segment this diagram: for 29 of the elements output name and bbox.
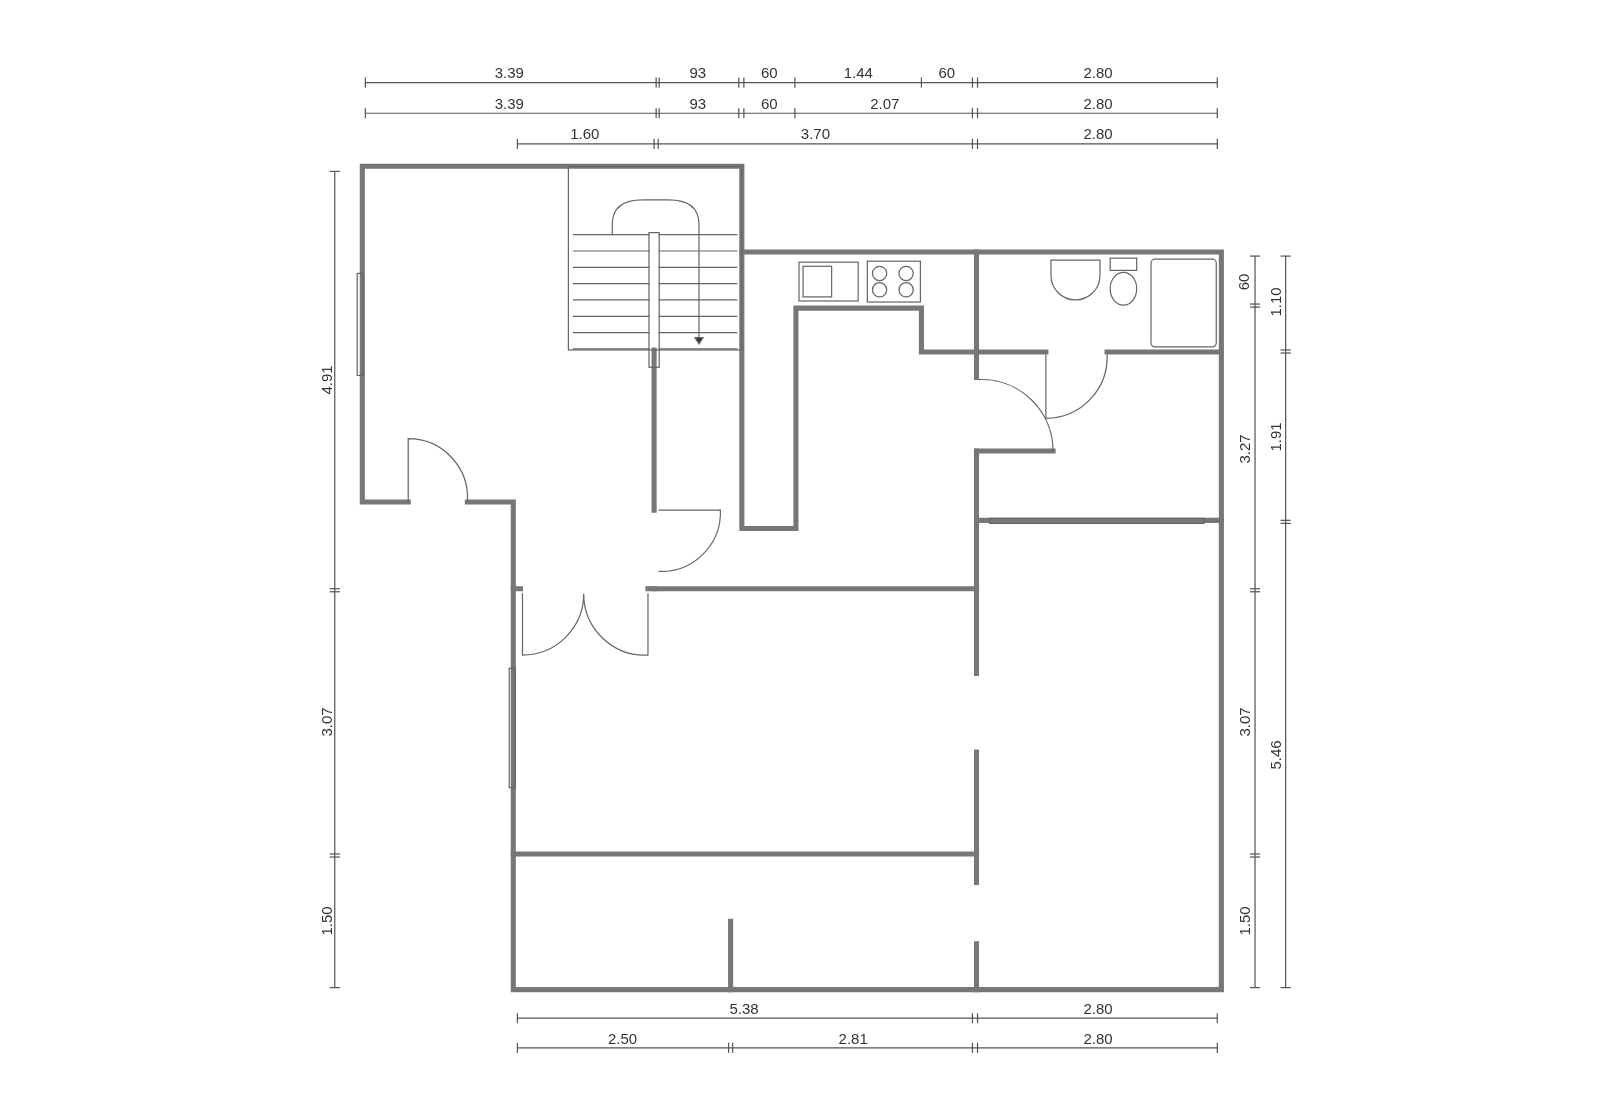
dimension-label: 3.39	[494, 96, 524, 113]
dimension-label: 2.80	[1083, 1030, 1113, 1047]
dimension-label: 1.44	[843, 65, 873, 82]
dimension-label: 2.80	[1083, 125, 1113, 142]
dimension-label: 2.07	[870, 96, 900, 113]
dimension-label: 2.81	[838, 1030, 868, 1047]
dimension-label: 1.50	[318, 906, 335, 936]
dimension-label: 93	[689, 65, 707, 82]
dimension-label: 1.60	[570, 125, 600, 142]
dimension-label: 60	[1236, 273, 1253, 290]
dimension-label: 3.07	[318, 707, 335, 738]
dimension-label: 60	[760, 96, 778, 113]
dimension-label: 3.27	[1237, 434, 1253, 464]
dimension-label: 2.80	[1083, 65, 1113, 82]
dimension-label: 1.50	[1237, 906, 1253, 936]
dimension-label: 5.38	[729, 1001, 759, 1018]
dimension-label: 3.70	[800, 125, 830, 142]
dimension-label: 1.91	[1267, 422, 1284, 452]
dimension-label: 5.46	[1267, 740, 1284, 770]
dimension-label: 4.91	[318, 365, 335, 395]
dimension-label: 3.39	[494, 65, 524, 82]
dimension-label: 93	[689, 96, 707, 113]
dimension-label: 60	[760, 65, 778, 82]
dimension-label: 60	[938, 65, 956, 82]
dimension-label: 2.50	[607, 1030, 638, 1047]
dimension-label: 2.80	[1083, 1001, 1113, 1018]
dimension-label: 1.10	[1267, 287, 1284, 317]
dimension-label: 2.80	[1083, 96, 1113, 113]
dimension-label: 3.07	[1237, 707, 1253, 738]
